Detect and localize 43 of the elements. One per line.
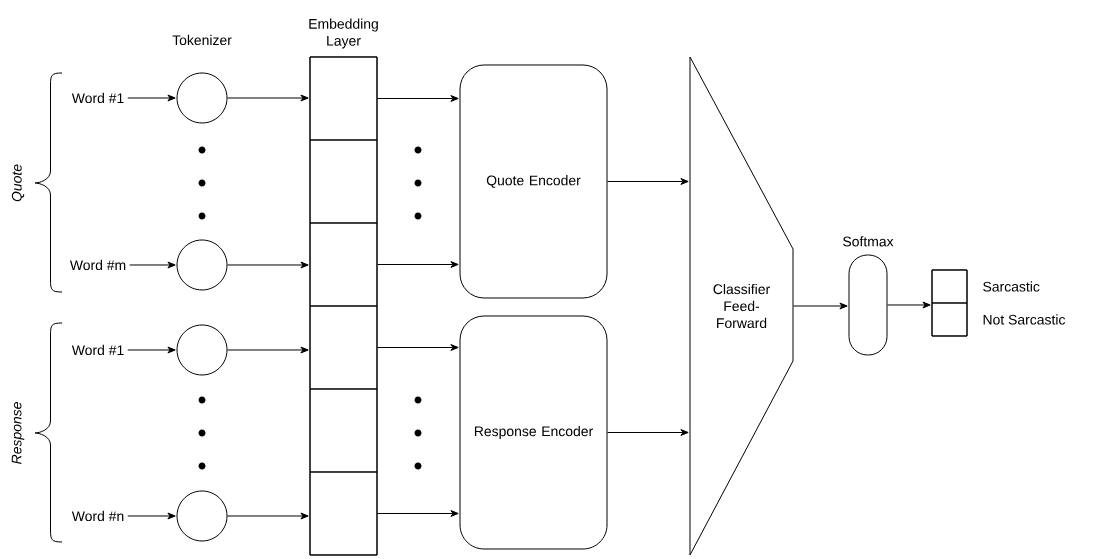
layer-cell <box>309 222 378 307</box>
encoder-box: Quote Encoder <box>459 64 608 299</box>
arrow <box>377 510 459 517</box>
group-label: Response <box>11 402 25 464</box>
token-circle <box>176 324 228 376</box>
arrow <box>227 261 309 269</box>
layer-cell <box>309 471 378 556</box>
arrow <box>377 95 459 102</box>
layer-cell <box>309 139 378 224</box>
node-label: Embedding Layer <box>309 18 378 49</box>
arrow <box>129 261 176 269</box>
classifier-trapezoid: Classifier Feed-Forward <box>689 56 794 556</box>
word-label: Word #1 <box>71 92 124 104</box>
arrow <box>607 429 689 436</box>
arrow <box>607 178 689 185</box>
arrow <box>227 94 309 102</box>
arrow <box>887 301 931 309</box>
arrow <box>377 344 459 351</box>
arrow <box>227 512 309 520</box>
class-label: Sarcastic <box>983 281 1040 292</box>
arrow <box>127 512 176 520</box>
word-label: Word #1 <box>71 344 124 356</box>
arrow <box>127 346 176 354</box>
group-label: Quote <box>11 164 25 202</box>
softmax-pill: Softmax <box>843 236 894 356</box>
column-heading: Tokenizer <box>172 34 232 46</box>
layer-cell <box>309 388 378 473</box>
encoder-box: Response Encoder <box>459 315 608 550</box>
layer-cell <box>309 305 378 390</box>
token-circle <box>176 72 228 124</box>
arrow <box>377 261 459 268</box>
word-label: Word #m <box>69 259 126 271</box>
output-cell <box>931 302 968 337</box>
token-circle <box>176 239 228 291</box>
class-label: Not Sarcastic <box>983 314 1066 325</box>
token-circle <box>176 490 228 542</box>
arrow <box>127 94 176 102</box>
node-label: Softmax <box>843 236 894 247</box>
word-label: Word #n <box>71 510 124 522</box>
arrow <box>227 346 309 354</box>
layer-cell <box>309 56 378 141</box>
arrow <box>793 302 848 310</box>
output-cell <box>931 269 968 304</box>
